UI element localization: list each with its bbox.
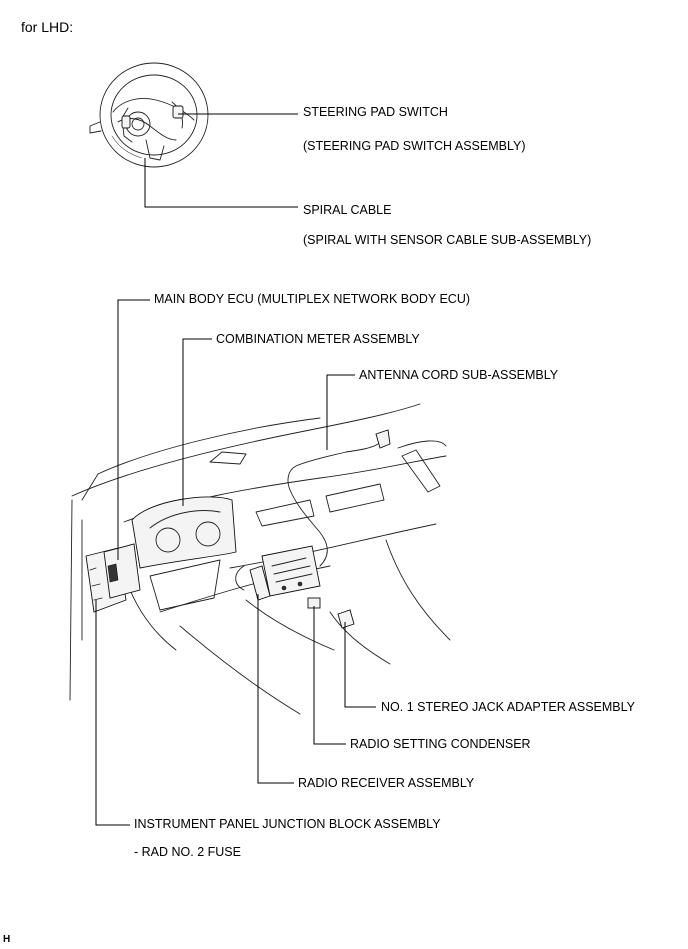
label-spiral-cable-sub-assembly: (SPIRAL WITH SENSOR CABLE SUB-ASSEMBLY) bbox=[303, 233, 592, 247]
label-radio-setting-condenser: RADIO SETTING CONDENSER bbox=[350, 737, 531, 751]
corner-mark: H bbox=[3, 934, 11, 945]
label-junction-block: INSTRUMENT PANEL JUNCTION BLOCK ASSEMBLY bbox=[134, 817, 441, 831]
label-radio-receiver: RADIO RECEIVER ASSEMBLY bbox=[298, 776, 475, 790]
region-header: for LHD: bbox=[21, 19, 74, 35]
label-stereo-jack-adapter: NO. 1 STEREO JACK ADAPTER ASSEMBLY bbox=[381, 700, 636, 714]
label-spiral-cable: SPIRAL CABLE bbox=[303, 203, 392, 217]
label-steering-pad-switch: STEERING PAD SWITCH bbox=[303, 105, 448, 119]
dashboard-illustration bbox=[69, 403, 451, 715]
label-main-body-ecu: MAIN BODY ECU (MULTIPLEX NETWORK BODY EC… bbox=[154, 292, 471, 306]
label-steering-pad-switch-assembly: (STEERING PAD SWITCH ASSEMBLY) bbox=[303, 139, 526, 153]
leader-lines bbox=[95, 113, 376, 826]
label-rad-fuse: - RAD NO. 2 FUSE bbox=[134, 845, 241, 859]
label-combination-meter: COMBINATION METER ASSEMBLY bbox=[216, 332, 420, 346]
label-antenna-cord: ANTENNA CORD SUB-ASSEMBLY bbox=[359, 368, 559, 382]
steering-wheel-illustration bbox=[89, 62, 209, 168]
